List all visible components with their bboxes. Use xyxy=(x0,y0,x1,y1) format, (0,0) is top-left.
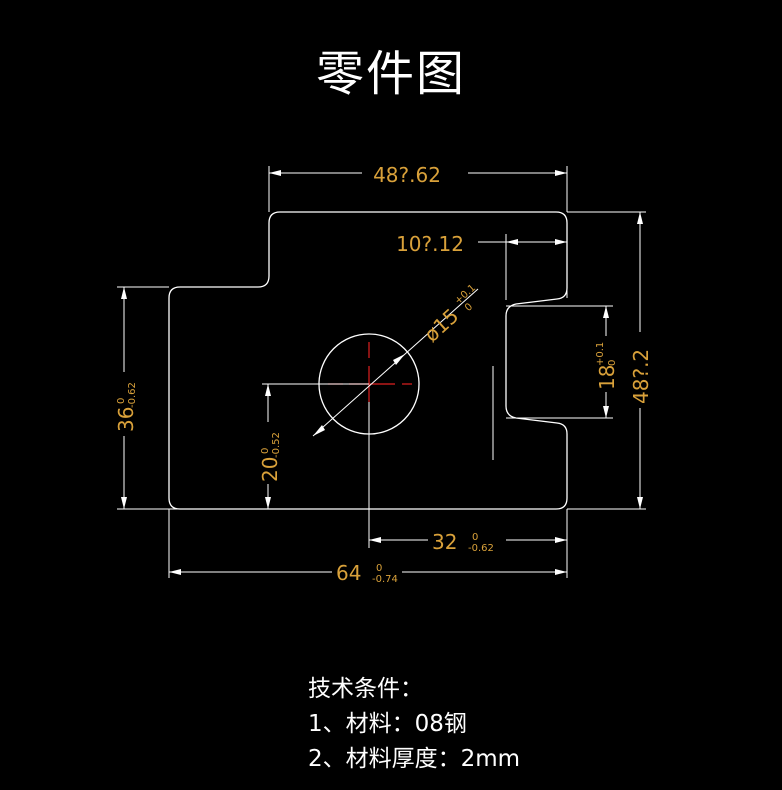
notes-heading: 技术条件： xyxy=(308,676,423,702)
svg-text:-0.52: -0.52 xyxy=(271,432,282,458)
dim-slot-depth: 10?.12 xyxy=(396,232,464,256)
drawing-title: 零件图 xyxy=(315,46,466,102)
center-mark xyxy=(328,342,412,402)
svg-text:0: 0 xyxy=(116,398,127,404)
arrowheads xyxy=(121,170,643,575)
extension-lines xyxy=(117,166,646,578)
notes-line-thickness: 2、材料厚度：2mm xyxy=(308,746,521,772)
notes-line-material: 1、材料：08钢 xyxy=(308,711,467,737)
dim-slot-height: 18 +0.1 0 xyxy=(595,342,619,390)
svg-text:64: 64 xyxy=(336,561,361,585)
arrow xyxy=(393,354,405,365)
part-outline xyxy=(168,211,568,510)
dim-hole-height: 20 0 -0.52 xyxy=(258,432,282,482)
dim-hole-offset: 32 0 -0.62 xyxy=(432,530,494,554)
svg-text:32: 32 xyxy=(432,530,457,554)
svg-text:48?.2: 48?.2 xyxy=(629,349,653,404)
svg-text:0: 0 xyxy=(607,360,618,366)
svg-text:-0.74: -0.74 xyxy=(372,574,398,585)
svg-text:0: 0 xyxy=(376,563,382,574)
svg-text:-0.62: -0.62 xyxy=(127,382,138,408)
dim-top-width: 48?.62 xyxy=(373,163,441,187)
svg-text:0: 0 xyxy=(260,448,271,454)
svg-text:0: 0 xyxy=(463,301,475,313)
svg-text:ø15: ø15 xyxy=(419,304,463,347)
svg-text:18: 18 xyxy=(595,365,619,390)
technical-notes: 技术条件： 1、材料：08钢 2、材料厚度：2mm xyxy=(308,672,520,777)
svg-text:-0.62: -0.62 xyxy=(468,543,494,554)
dimension-lines xyxy=(123,172,641,573)
dim-total-height: 48?.2 xyxy=(629,349,653,404)
svg-text:20: 20 xyxy=(258,457,282,482)
svg-text:+0.1: +0.1 xyxy=(595,342,606,366)
arrow xyxy=(313,425,325,436)
dim-left-height: 36 0 -0.62 xyxy=(114,382,138,432)
dim-total-width: 64 0 -0.74 xyxy=(336,561,398,585)
dim-hole-diameter: ø15 +0.1 0 xyxy=(419,283,478,347)
svg-text:36: 36 xyxy=(114,407,138,432)
svg-text:0: 0 xyxy=(472,532,478,543)
